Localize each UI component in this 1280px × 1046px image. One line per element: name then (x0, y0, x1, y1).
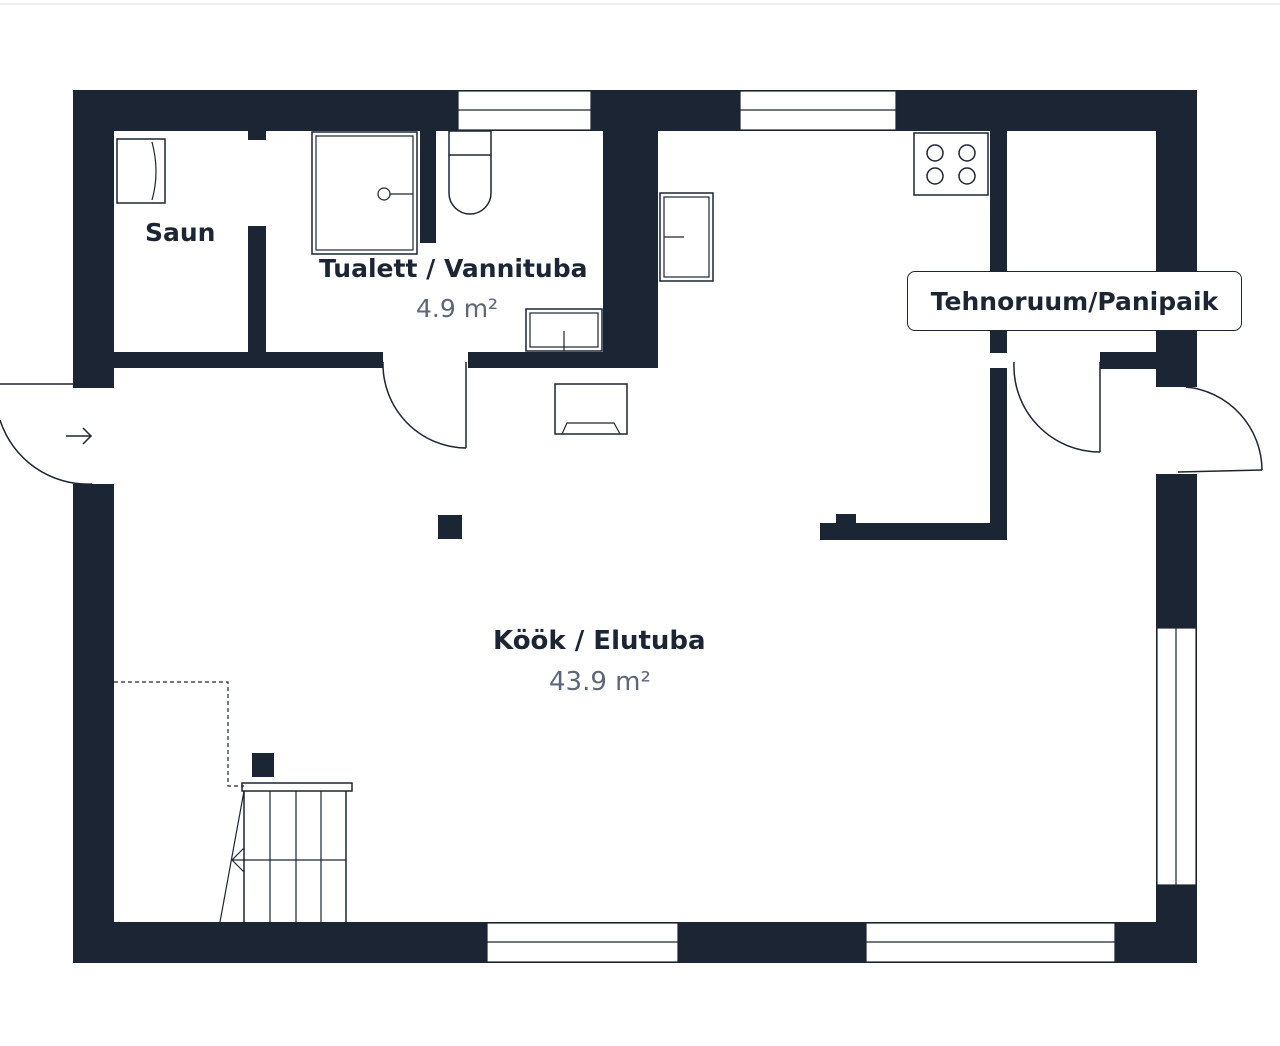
exterior-door-right (1177, 386, 1263, 473)
technical-room-door (1013, 361, 1101, 453)
entrance-door (0, 383, 93, 485)
windows (457, 90, 1197, 963)
kitchen-sink (659, 192, 714, 282)
room-label-kitchen-living: Köök / Elutuba (493, 626, 706, 656)
room-area-kitchen-living: 43.9 m² (549, 667, 651, 697)
room-label-technical: Tehnoruum/Panipaik (907, 271, 1242, 331)
bathroom-sink (525, 308, 603, 352)
room-area-bathroom: 4.9 m² (416, 294, 499, 323)
staircase (114, 681, 353, 923)
room-label-bathroom: Tualett / Vannituba (319, 254, 588, 283)
shower (311, 131, 418, 255)
room-label-technical-text: Tehnoruum/Panipaik (930, 286, 1219, 316)
fireplace (554, 383, 628, 435)
sauna-bench (116, 138, 166, 204)
toilet (448, 130, 492, 215)
stove (913, 132, 989, 196)
bathroom-door (382, 361, 467, 449)
room-label-saun: Saun (145, 218, 216, 247)
